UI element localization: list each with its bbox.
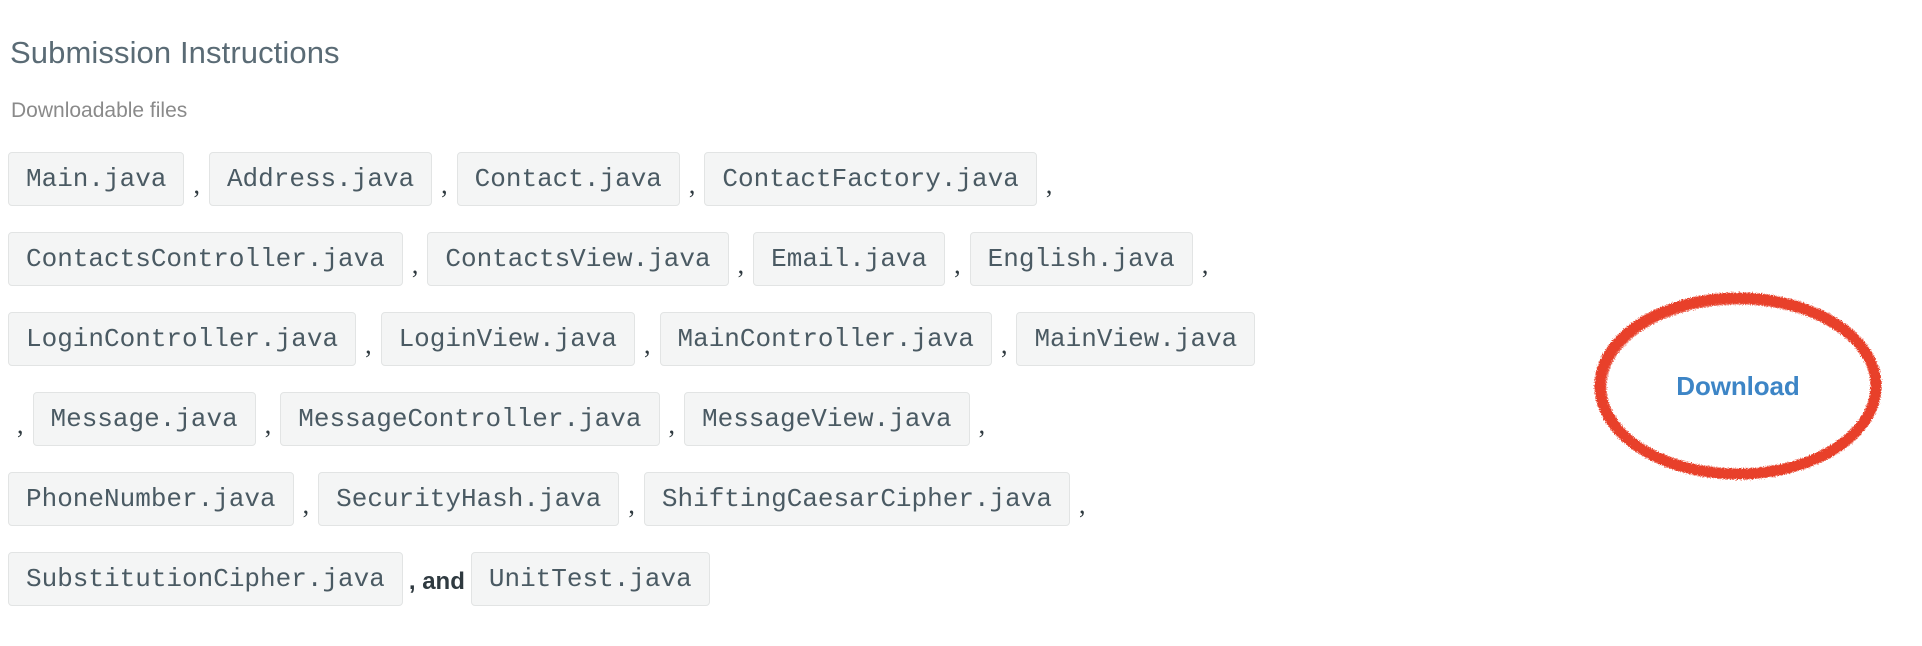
separator-comma: ,: [954, 250, 961, 279]
separator-comma: ,: [644, 330, 651, 359]
file-row: Main.java, Address.java, Contact.java, Cont…: [8, 150, 1568, 208]
file-chip: LoginView.java: [380, 312, 635, 366]
downloadable-files-list: Main.java,Address.java,Contact.java,Cont…: [8, 150, 1568, 630]
downloadable-files-label: Downloadable files: [11, 99, 188, 122]
file-chip: ContactsController.java: [8, 232, 403, 286]
separator-comma: ,: [411, 250, 419, 279]
file-chip: ShiftingCaesarCipher.java: [643, 472, 1070, 526]
download-link[interactable]: Download: [1676, 370, 1800, 401]
file-chip: ContactFactory.java: [704, 152, 1037, 206]
separator-comma: ,: [441, 170, 448, 199]
file-chip: LoginController.java: [8, 312, 357, 366]
file-chip: Main.java: [8, 152, 185, 206]
separator-comma: ,: [688, 170, 696, 199]
separator-comma: ,: [1000, 330, 1008, 359]
separator-comma: ,: [365, 330, 372, 359]
separator-comma: ,: [1045, 170, 1053, 199]
separator-comma: ,: [978, 410, 986, 439]
separator-comma: ,: [193, 170, 200, 199]
file-chip: MainView.java: [1016, 312, 1256, 366]
separator-and: , and: [408, 568, 465, 595]
file-chip: UnitTest.java: [470, 552, 710, 606]
file-row: , Message.java, MessageController.java, Mes…: [8, 390, 1568, 448]
file-chip: MessageView.java: [684, 392, 970, 446]
separator-comma: ,: [264, 410, 272, 439]
separator-comma: ,: [628, 490, 635, 519]
file-row: LoginController.java, LoginView.java, Main…: [8, 310, 1568, 368]
file-chip: Message.java: [32, 392, 256, 446]
file-chip: MessageController.java: [280, 392, 660, 446]
download-area: Download: [1588, 286, 1888, 486]
file-chip: ContactsView.java: [427, 232, 729, 286]
file-chip: Address.java: [208, 152, 433, 206]
separator-comma: ,: [17, 410, 24, 439]
file-row: PhoneNumber.java, SecurityHash.java, Shift…: [8, 470, 1568, 528]
separator-comma: ,: [737, 250, 745, 279]
file-chip: MainController.java: [659, 312, 992, 366]
separator-comma: ,: [302, 490, 310, 519]
separator-comma: ,: [1078, 490, 1086, 519]
separator-comma: ,: [668, 410, 676, 439]
file-chip: SecurityHash.java: [318, 472, 620, 526]
file-chip: Contact.java: [456, 152, 680, 206]
file-chip: SubstitutionCipher.java: [8, 552, 403, 606]
file-chip: English.java: [969, 232, 1193, 286]
file-row: ContactsController.java, ContactsView.jav…: [8, 230, 1568, 288]
page-title: Submission Instructions: [10, 34, 340, 70]
separator-comma: ,: [1201, 250, 1209, 279]
file-chip: PhoneNumber.java: [8, 472, 294, 526]
file-chip: Email.java: [753, 232, 946, 286]
